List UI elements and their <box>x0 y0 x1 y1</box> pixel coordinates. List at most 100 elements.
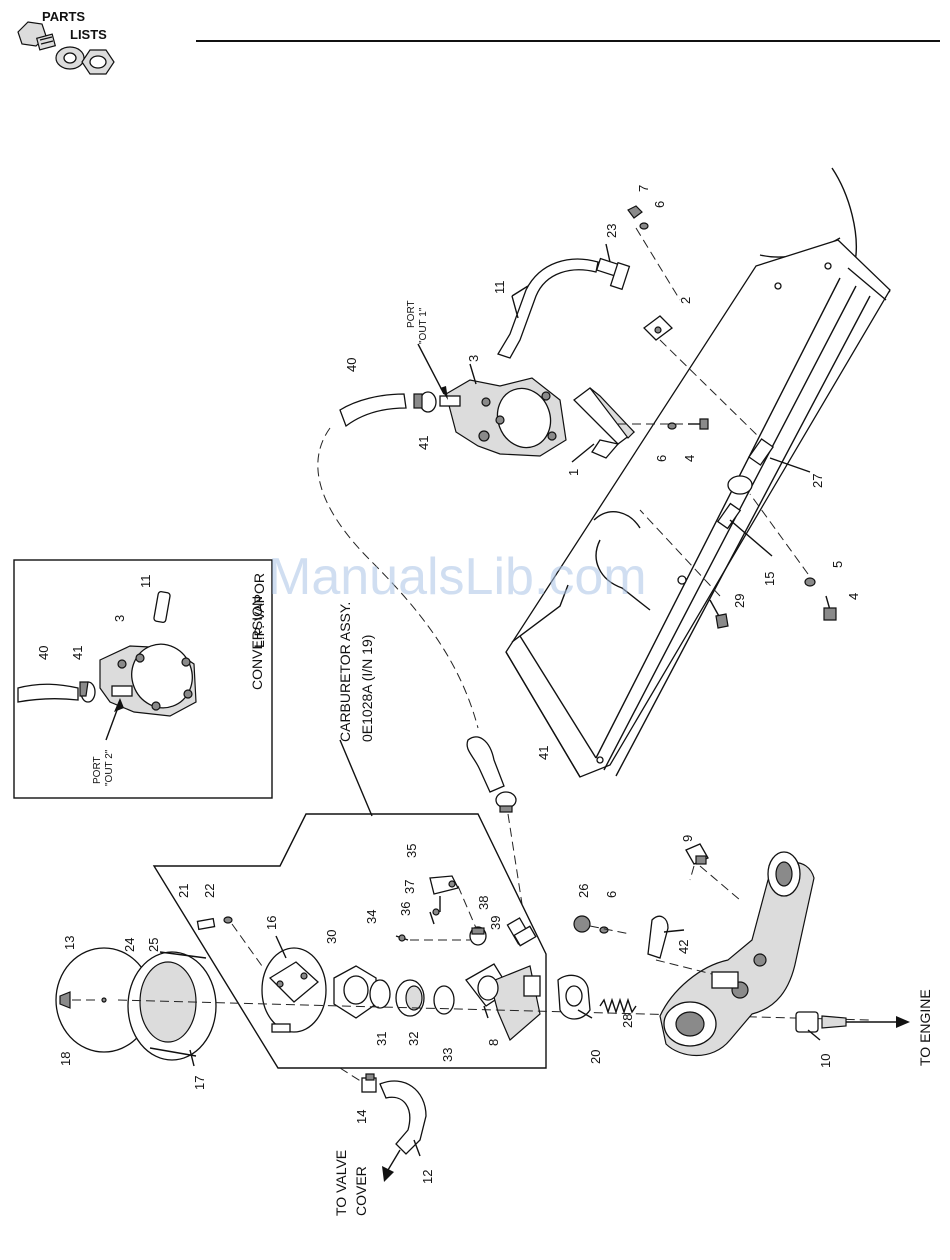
callout-20: 20 <box>588 1050 603 1064</box>
callout-4: 4 <box>846 593 861 600</box>
carburetor-body-part-8 <box>466 964 540 1040</box>
callout-36: 36 <box>398 902 413 916</box>
washer-part-6a <box>640 223 648 229</box>
to-engine-label: TO ENGINE <box>917 989 933 1066</box>
inset-port-label-line2: "OUT 2" <box>104 749 115 786</box>
spring-part-28 <box>600 1000 636 1012</box>
breather-hose-part-12 <box>380 1081 426 1154</box>
o-ring-part-31 <box>370 980 390 1008</box>
callout-5: 5 <box>830 561 845 568</box>
mounting-bracket-part-1 <box>574 388 634 458</box>
inset-callout-41: 41 <box>70 646 85 660</box>
callout-6: 6 <box>654 455 669 462</box>
carburetor-assembly-outline <box>154 814 546 1068</box>
frame-rail <box>506 168 890 777</box>
callout-13: 13 <box>62 936 77 950</box>
callout-23: 23 <box>604 224 619 238</box>
inset-port-label-line1: PORT <box>92 756 103 784</box>
lp-vapor-conversion-inset <box>14 560 272 798</box>
callout-11: 11 <box>492 281 507 295</box>
fitting-part-14 <box>362 1074 376 1092</box>
parts-lists-logo: PARTS LISTS <box>18 9 114 74</box>
logo-text-lists: LISTS <box>70 27 107 42</box>
callout-12: 12 <box>420 1170 435 1184</box>
callout-27: 27 <box>810 474 825 488</box>
inset-hose-clamp-icon <box>80 682 95 702</box>
hose-part-42 <box>648 916 668 958</box>
fuel-hose-part-40 <box>340 394 406 426</box>
callout-16: 16 <box>264 916 279 930</box>
screw-part-34 <box>396 935 408 941</box>
callout-40: 40 <box>344 358 359 372</box>
screw-part-36 <box>430 909 439 924</box>
callout-38: 38 <box>476 896 491 910</box>
callout-18: 18 <box>58 1052 73 1066</box>
callout-21: 21 <box>176 884 191 898</box>
callout-2: 2 <box>678 297 693 304</box>
to-valve-cover-arrow-icon <box>382 1166 394 1182</box>
screw-part-29 <box>710 600 728 628</box>
to-engine-arrow-icon <box>896 1016 910 1028</box>
callout-34: 34 <box>364 910 379 924</box>
hose-part-11 <box>498 259 598 358</box>
callout-30: 30 <box>324 930 339 944</box>
callout-35: 35 <box>404 844 419 858</box>
callout-32: 32 <box>406 1032 421 1046</box>
screw-part-21 <box>197 919 214 930</box>
gasket-part-20 <box>558 975 590 1019</box>
callout-3: 3 <box>466 355 481 362</box>
hose-clamp-part-41a <box>414 392 436 412</box>
callout-8: 8 <box>486 1039 501 1046</box>
bracket-part-2 <box>644 316 672 340</box>
callout-39: 39 <box>488 916 503 930</box>
hose-barb-part-10 <box>796 1012 846 1032</box>
callout-4: 4 <box>682 455 697 462</box>
callout-17: 17 <box>192 1076 207 1090</box>
callout-15: 15 <box>762 572 777 586</box>
nut-part-7 <box>628 206 642 218</box>
to-valve-cover-label-line1: TO VALVE <box>333 1150 349 1216</box>
callout-6: 6 <box>604 891 619 898</box>
air-filter-housing-part-17 <box>128 952 216 1060</box>
hose-clamp-part-41b <box>496 792 516 812</box>
inset-callout-11: 11 <box>138 575 153 589</box>
callout-6: 6 <box>652 201 667 208</box>
o-ring-part-33 <box>434 986 454 1014</box>
callout-37: 37 <box>402 880 417 894</box>
carburetor-assembly-label-line1: CARBURETOR ASSY. <box>337 602 353 742</box>
callout-33: 33 <box>440 1048 455 1062</box>
callout-26: 26 <box>576 884 591 898</box>
callout-9: 9 <box>680 835 695 842</box>
watermark: ManualsLib.com <box>268 548 647 606</box>
inset-title-line2: CONVERSION <box>249 596 265 690</box>
logo-text-parts: PARTS <box>42 9 85 24</box>
washer-part-22 <box>224 917 232 923</box>
bolt-icon <box>18 22 55 50</box>
port-out1-label-line1: PORT <box>406 300 417 328</box>
callout-22: 22 <box>202 884 217 898</box>
screw-part-4b <box>824 596 836 620</box>
callout-28: 28 <box>620 1014 635 1028</box>
callout-10: 10 <box>818 1054 833 1068</box>
elbow-part-39 <box>507 918 535 946</box>
inset-callout-3: 3 <box>112 615 127 622</box>
venturi-part-32 <box>396 980 424 1016</box>
knob-part-26 <box>574 916 590 932</box>
regulator-part-3 <box>440 378 566 456</box>
inset-callout-40: 40 <box>36 646 51 660</box>
callout-42: 42 <box>676 940 691 954</box>
base-plate-part-16 <box>262 948 326 1032</box>
to-valve-cover-label-line2: COVER <box>353 1166 369 1216</box>
lever-part-35 <box>430 876 458 894</box>
callout-7: 7 <box>636 185 651 192</box>
callout-14: 14 <box>354 1110 369 1124</box>
callout-25: 25 <box>146 938 161 952</box>
hose-end-lower <box>467 737 504 792</box>
port-out1-label-line2: "OUT 1" <box>418 307 429 344</box>
carburetor-assembly-label-line2: 0E1028A (I/N 19) <box>359 635 375 742</box>
callout-41: 41 <box>536 746 551 760</box>
callout-31: 31 <box>374 1032 389 1046</box>
washer-part-6c <box>600 927 608 933</box>
callout-24: 24 <box>122 938 137 952</box>
